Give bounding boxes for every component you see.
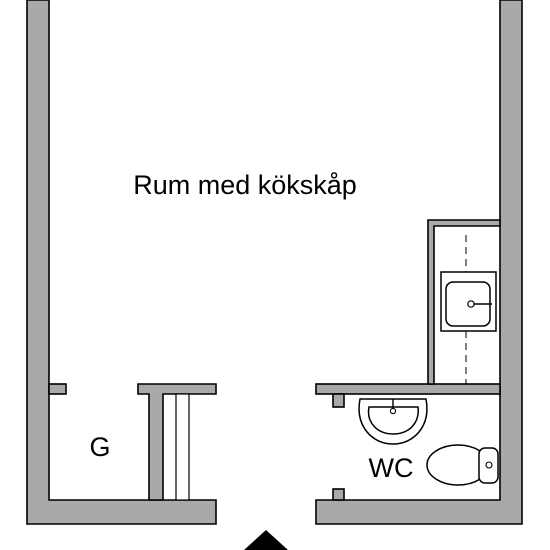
basin-drain [389,407,397,415]
closet-stub-wall [48,383,67,395]
right-wall [315,0,523,525]
entrance-arrow-icon [244,530,288,550]
interior-walls [48,219,501,501]
kitchen-niche-wall [427,219,501,385]
room-label-toilet: WC [369,453,414,483]
room-label-closet: G [89,432,110,462]
left-wall [26,0,217,525]
toilet-icon [426,444,499,486]
wash-basin-icon [358,398,428,445]
bathroom-left-stub-bottom [332,488,345,501]
toilet-flush [485,461,493,469]
basin-inner [367,406,419,435]
room-label-main: Rum med kökskåp [133,170,357,200]
bathroom-left-stub-top [332,393,345,408]
bathroom-top-wall [315,383,501,395]
closet-partition [137,383,217,501]
closet-door-panel [175,393,190,501]
sink-drain [467,300,475,308]
outer-walls [26,0,523,525]
sink-icon [440,235,497,384]
